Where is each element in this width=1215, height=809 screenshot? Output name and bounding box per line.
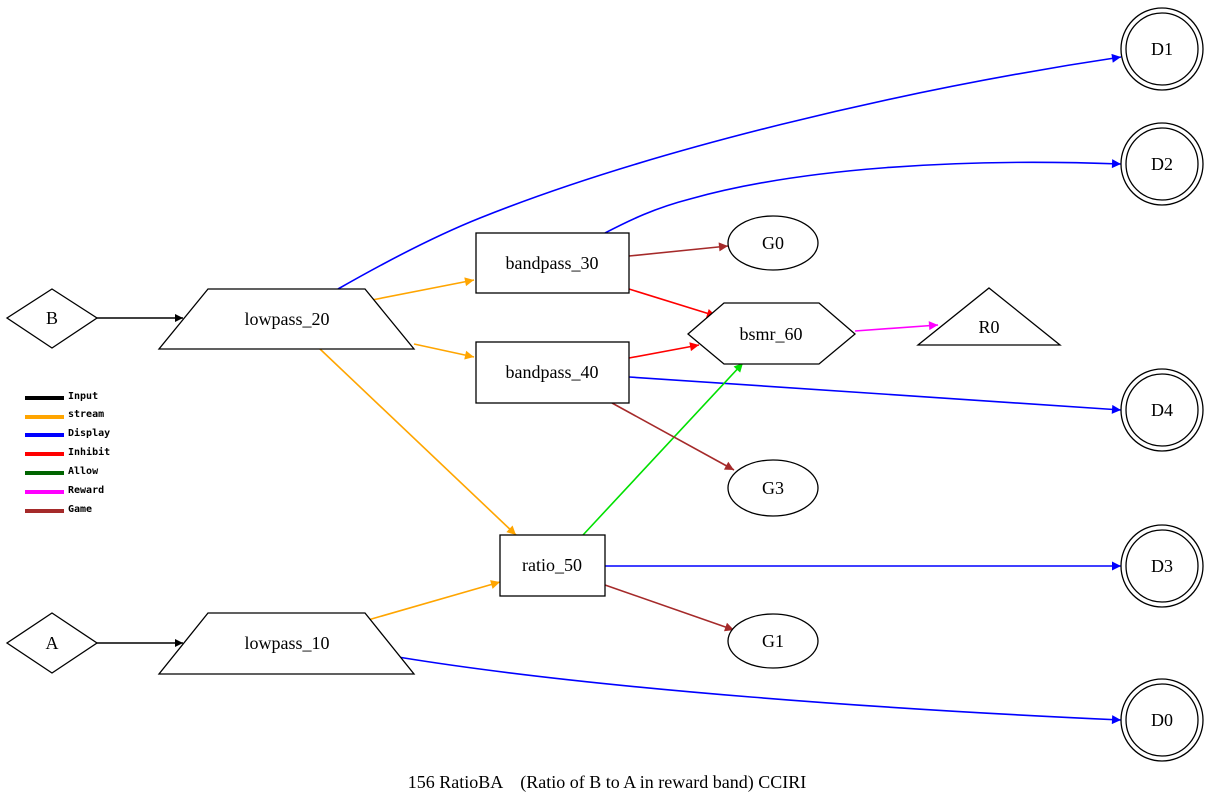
edge-bsmr-60-to-r0 [854, 321, 939, 332]
legend-label-allow: Allow [68, 466, 99, 477]
node-g1: G1 [727, 613, 819, 669]
node-d0-label: D0 [1151, 710, 1173, 730]
legend-label-input: Input [68, 391, 98, 402]
edge-bandpass-30-to-bsmr-60 [628, 288, 717, 318]
node-bandpass-40: bandpass_40 [475, 341, 630, 404]
diagram-caption: 156 RatioBA (Ratio of B to A in reward b… [408, 772, 806, 793]
node-bandpass-40-label: bandpass_40 [506, 362, 599, 382]
edge-ratio-50-to-g1 [604, 584, 735, 632]
legend-label-game: Game [68, 504, 92, 515]
edge-lowpass-20-to-ratio-50 [319, 348, 517, 536]
legend: Input stream Display Inhibit Allow Rewar… [25, 391, 110, 515]
node-bsmr-60-label: bsmr_60 [740, 324, 803, 344]
edge-lowpass-10-to-ratio-50 [367, 580, 501, 621]
edges [97, 53, 1122, 725]
edge-bandpass-40-to-d4 [628, 376, 1122, 414]
edge-lowpass-20-to-bandpass-30 [371, 277, 475, 301]
node-a-label: A [46, 633, 59, 653]
legend-item-display: Display [25, 427, 110, 439]
node-d1: D1 [1120, 7, 1204, 91]
node-g3-label: G3 [762, 478, 784, 498]
node-d2: D2 [1120, 122, 1204, 206]
node-bandpass-30: bandpass_30 [475, 232, 630, 294]
node-g0-label: G0 [762, 233, 784, 253]
legend-item-stream: stream [25, 409, 104, 420]
legend-item-input: Input [25, 391, 98, 402]
legend-item-allow: Allow [25, 466, 99, 477]
edge-lowpass-10-to-d0 [397, 656, 1122, 725]
node-a: A [5, 612, 99, 674]
node-r0-label: R0 [978, 317, 999, 337]
node-lowpass-20-label: lowpass_20 [245, 309, 330, 329]
node-d1-label: D1 [1151, 39, 1173, 59]
node-d2-label: D2 [1151, 154, 1173, 174]
node-lowpass-10-label: lowpass_10 [245, 633, 330, 653]
legend-item-reward: Reward [25, 485, 104, 496]
node-lowpass-20: lowpass_20 [157, 288, 416, 350]
legend-label-display: Display [68, 427, 110, 439]
node-bandpass-30-label: bandpass_30 [506, 253, 599, 273]
node-lowpass-10: lowpass_10 [157, 612, 416, 675]
legend-label-stream: stream [68, 409, 104, 420]
edge-bandpass-40-to-bsmr-60 [628, 342, 700, 359]
edge-bandpass-30-to-g0 [628, 242, 729, 257]
edge-lowpass-20-to-bandpass-40 [413, 343, 475, 360]
node-g1-label: G1 [762, 631, 784, 651]
node-g0: G0 [727, 215, 819, 271]
node-d3-label: D3 [1151, 556, 1173, 576]
node-d4-label: D4 [1151, 400, 1173, 420]
node-r0: R0 [916, 287, 1062, 346]
edge-bandpass-40-to-g3 [611, 402, 735, 471]
edge-ratio-50-to-bsmr-60 [582, 362, 744, 536]
edge-bandpass-30-to-d2 [604, 159, 1122, 234]
legend-item-game: Game [25, 504, 92, 515]
node-d4: D4 [1120, 368, 1204, 452]
node-g3: G3 [727, 459, 819, 517]
node-ratio-50: ratio_50 [499, 534, 606, 597]
edge-lowpass-20-to-d1 [337, 53, 1122, 290]
node-b: B [5, 288, 99, 349]
node-d3: D3 [1120, 524, 1204, 608]
node-d0: D0 [1120, 678, 1204, 762]
legend-item-inhibit: Inhibit [25, 446, 110, 458]
node-bsmr-60: bsmr_60 [686, 302, 857, 365]
node-ratio-50-label: ratio_50 [522, 555, 582, 575]
node-b-label: B [46, 308, 58, 328]
legend-label-reward: Reward [68, 485, 104, 496]
legend-label-inhibit: Inhibit [68, 446, 110, 458]
